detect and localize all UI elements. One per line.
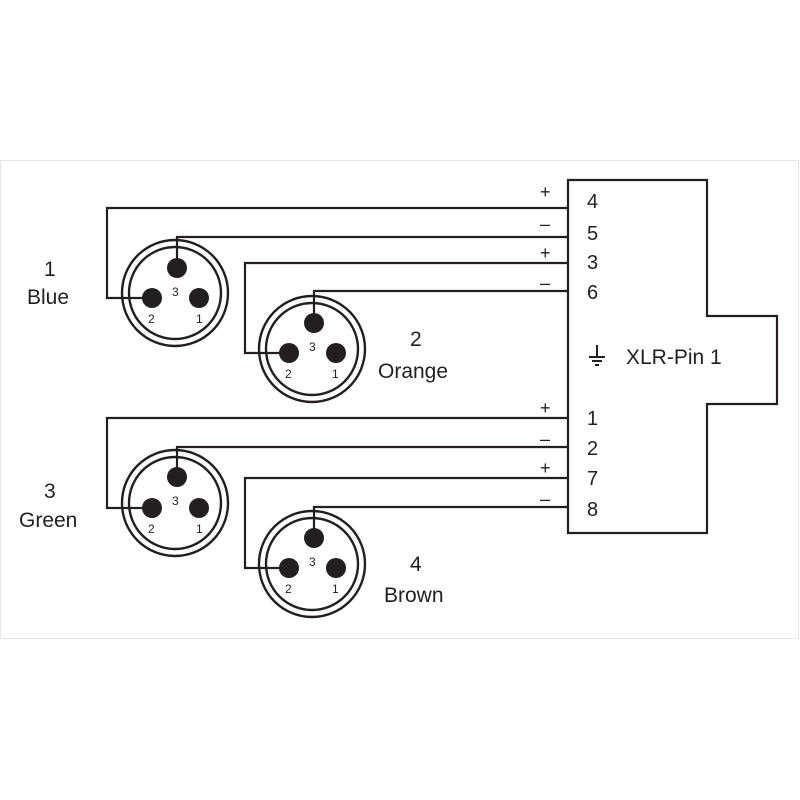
terminal-pin-number: 5 [587,223,598,245]
pin-label: 2 [148,522,155,536]
xlr-connector-2: 3 2 1 [257,294,367,404]
polarity-sign: – [540,273,550,293]
pin-label: 1 [196,522,203,536]
terminal-pin-number: 7 [587,468,598,490]
diagram-frame [0,160,799,639]
polarity-sign: + [540,398,551,418]
connector-color-label: Orange [378,360,448,383]
pin-label: 3 [172,494,179,508]
terminal-block [566,178,779,535]
polarity-sign: + [540,182,551,202]
ground-label: XLR-Pin 1 [626,346,722,369]
connector-number: 2 [410,328,422,351]
wire-brown-pin3 [312,505,568,538]
pin-label: 1 [332,367,339,381]
polarity-sign: + [540,458,551,478]
polarity-sign: – [540,489,550,509]
xlr-connector-1: 3 2 1 [120,238,230,348]
polarity-sign: + [540,243,551,263]
pin-label: 3 [172,285,179,299]
ground-icon [589,345,605,366]
terminal-pin-number: 1 [587,408,598,430]
connector-color-label: Brown [384,584,444,607]
wire-blue-pin3 [175,235,568,268]
xlr-connector-4: 3 2 1 [257,509,367,619]
connector-color-label: Blue [27,286,69,309]
connector-number: 1 [44,258,56,281]
polarity-sign: – [540,214,550,234]
pin-label: 1 [332,582,339,596]
pin-label: 2 [285,582,292,596]
connector-color-label: Green [19,509,77,532]
terminal-pin-number: 8 [587,499,598,521]
terminal-pin-number: 4 [587,191,598,213]
pin-label: 3 [309,555,316,569]
wire-green-pin3 [175,445,568,477]
terminal-pin-number: 2 [587,438,598,460]
connector-number: 3 [44,480,56,503]
wire-orange-pin3 [312,289,568,323]
terminal-pin-number: 3 [587,252,598,274]
polarity-sign: – [540,429,550,449]
pin-label: 1 [196,312,203,326]
pin-label: 2 [148,312,155,326]
connector-number: 4 [410,553,422,576]
pin-label: 3 [309,340,316,354]
pin-label: 2 [285,367,292,381]
xlr-connector-3: 3 2 1 [120,448,230,558]
terminal-pin-number: 6 [587,282,598,304]
